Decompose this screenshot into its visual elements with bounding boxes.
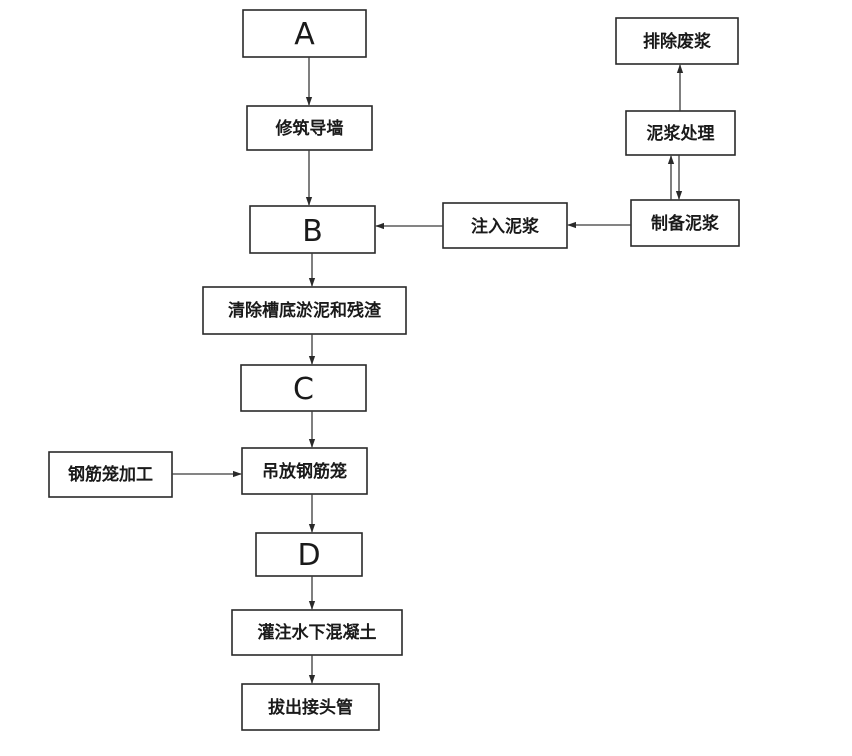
node-pull-joint-pipe: 拔出接头管	[241, 683, 380, 731]
node-pour-concrete: 灌注水下混凝土	[231, 609, 403, 656]
node-b: B	[249, 205, 376, 254]
node-build-guide-wall: 修筑导墙	[246, 105, 373, 151]
node-prepare-slurry-label: 制备泥浆	[651, 213, 720, 234]
node-lower-rebar-cage-label: 吊放钢筋笼	[262, 461, 347, 482]
node-slurry-treatment: 泥浆处理	[625, 110, 736, 156]
node-pull-joint-pipe-label: 拔出接头管	[268, 697, 353, 718]
node-slurry-treatment-label: 泥浆处理	[647, 123, 715, 144]
node-build-guide-wall-label: 修筑导墙	[275, 118, 344, 139]
node-clear-sludge-label: 清除槽底淤泥和残渣	[228, 300, 382, 321]
node-rebar-cage-processing: 钢筋笼加工	[48, 451, 173, 498]
node-a: A	[242, 9, 367, 58]
node-clear-sludge: 清除槽底淤泥和残渣	[202, 286, 407, 335]
node-inject-slurry: 注入泥浆	[442, 202, 568, 249]
node-c: C	[240, 364, 367, 412]
node-prepare-slurry: 制备泥浆	[630, 199, 740, 247]
node-a-label: A	[294, 17, 315, 52]
node-d: D	[255, 532, 363, 577]
node-lower-rebar-cage: 吊放钢筋笼	[241, 447, 368, 495]
node-d-label: D	[297, 538, 320, 573]
node-rebar-cage-processing-label: 钢筋笼加工	[68, 464, 153, 485]
node-pour-concrete-label: 灌注水下混凝土	[258, 622, 377, 643]
node-inject-slurry-label: 注入泥浆	[471, 216, 540, 237]
node-discharge-waste-slurry-label: 排除废浆	[643, 31, 712, 52]
node-b-label: B	[302, 214, 323, 249]
node-discharge-waste-slurry: 排除废浆	[615, 17, 739, 65]
node-c-label: C	[293, 372, 314, 407]
